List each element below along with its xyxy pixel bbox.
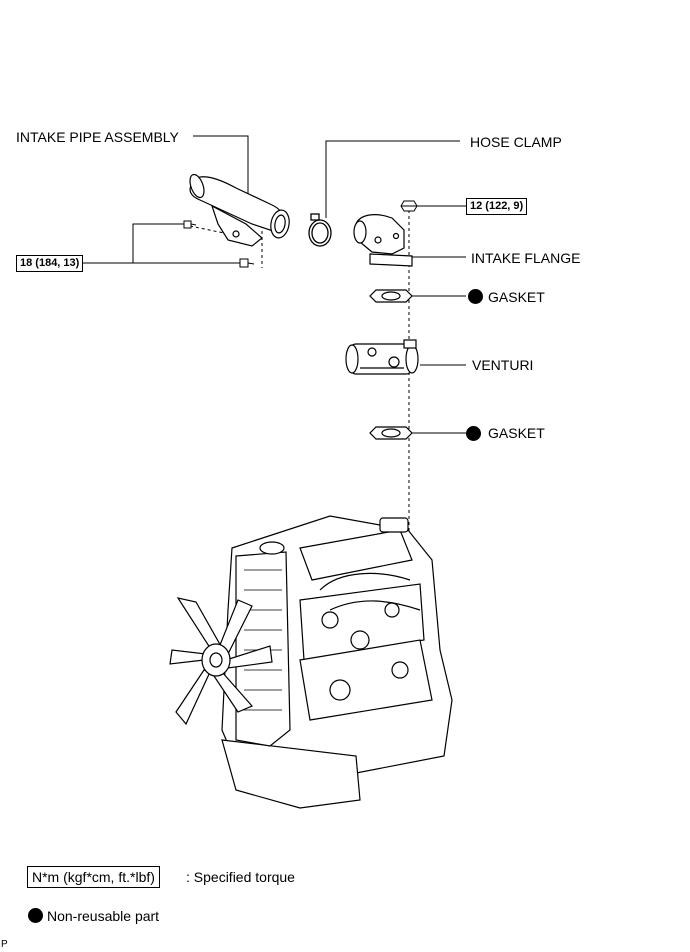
- engine-block: [221, 515, 453, 809]
- flange-nut: [400, 200, 418, 212]
- corner-mark: P: [1, 939, 8, 950]
- intake-flange: [353, 214, 413, 267]
- venturi: [345, 339, 419, 375]
- torque-spec-bolt: 18 (184, 13): [16, 255, 84, 272]
- label-intake-flange: INTAKE FLANGE: [471, 250, 581, 266]
- legend-non-reusable-text: Non-reusable part: [47, 908, 160, 924]
- intake-pipe-assembly: [189, 173, 290, 247]
- non-reusable-legend-dot-icon: [28, 908, 43, 923]
- label-intake-pipe-assembly: INTAKE PIPE ASSEMBLY: [16, 129, 179, 145]
- legend-torque-text: : Specified torque: [186, 869, 295, 885]
- bolt-lower: [239, 258, 255, 268]
- engine-fan: [169, 597, 273, 726]
- leader-intake-pipe: [193, 135, 249, 195]
- leader-torque-18-branch: [132, 223, 184, 263]
- non-reusable-dot-icon: [466, 426, 481, 441]
- gasket-upper: [369, 289, 413, 303]
- bolt-upper: [183, 220, 197, 229]
- leader-hose-clamp: [325, 140, 460, 218]
- gasket-lower: [369, 426, 413, 440]
- label-gasket-lower: GASKET: [488, 425, 545, 441]
- torque-spec-nut: 12 (122, 9): [466, 198, 528, 215]
- hose-clamp: [308, 213, 332, 247]
- label-gasket-upper: GASKET: [488, 289, 545, 305]
- non-reusable-dot-icon: [468, 289, 483, 304]
- label-venturi: VENTURI: [472, 357, 534, 373]
- legend-torque-unit: N*m (kgf*cm, ft.*lbf): [27, 866, 160, 888]
- label-hose-clamp: HOSE CLAMP: [470, 134, 562, 150]
